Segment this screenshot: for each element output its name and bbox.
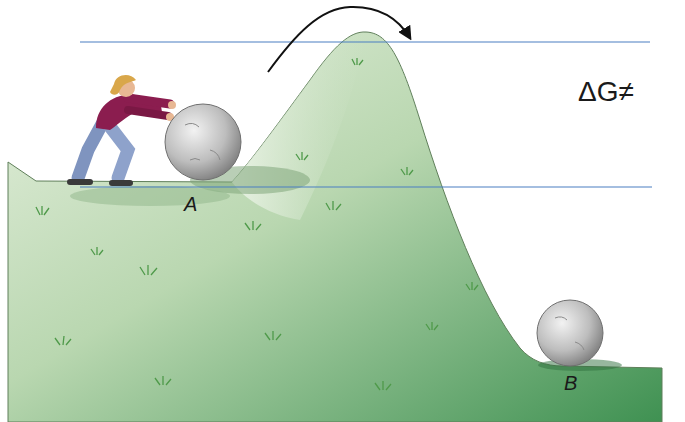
boulder <box>165 104 241 180</box>
state-label: A <box>184 194 197 214</box>
grass-tufts <box>36 58 478 390</box>
person-shadow <box>70 186 230 206</box>
boulder <box>537 300 603 366</box>
boulder-texture <box>185 123 220 160</box>
energy-level-line <box>80 186 652 187</box>
boulder-texture <box>555 317 584 350</box>
state-label: B <box>564 373 577 393</box>
energy-label: ΔG≠ <box>578 78 634 106</box>
energy-level-line <box>80 41 650 42</box>
path-arrow <box>268 7 410 72</box>
hill-ground <box>8 32 662 422</box>
person-pushing <box>70 75 176 183</box>
